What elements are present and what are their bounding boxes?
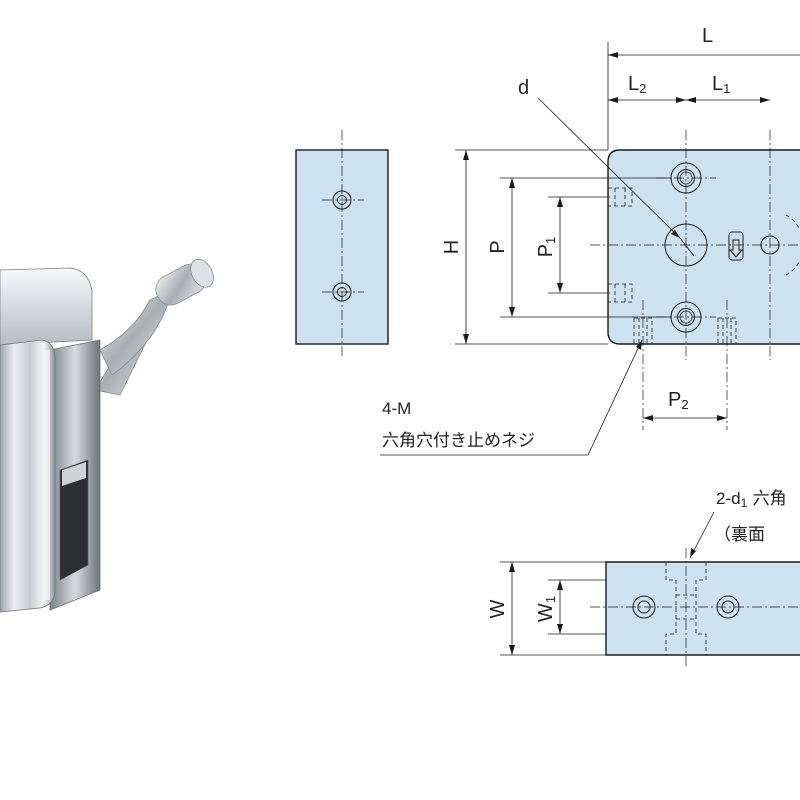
front-view-pivot-hole (760, 214, 800, 276)
dimension-P1 (548, 196, 610, 294)
dimension-P (500, 177, 672, 318)
photo-block-front (0, 339, 56, 613)
dimension-H (455, 149, 608, 345)
front-view (590, 130, 800, 430)
dimension-L1 (686, 97, 770, 103)
label-P2: P2 (668, 389, 689, 412)
product-photo (0, 258, 214, 613)
label-L2: L2 (628, 73, 646, 96)
side-view (295, 130, 389, 356)
dimension-W (500, 561, 606, 656)
front-view-body (607, 149, 800, 345)
label-P1: P1 (535, 237, 558, 258)
label-W1: W1 (535, 596, 558, 622)
label-2-d1: 2-d1 六角 (716, 489, 787, 510)
bottom-view-hole-right (716, 595, 740, 619)
dimension-L (607, 42, 800, 150)
front-view-arrow-mark (728, 231, 744, 261)
photo-handle-knob (155, 258, 214, 306)
label-2-d1-description: （裏面 (714, 524, 765, 545)
side-view-hole-upper (332, 190, 352, 210)
bottom-view-hidden-bore (665, 562, 707, 655)
front-view-setscrew-left-upper (607, 187, 633, 207)
leader-d (537, 97, 681, 239)
label-H: H (441, 240, 463, 254)
dimension-P2 (643, 415, 727, 421)
label-4-M: 4-M (382, 399, 411, 418)
front-view-setscrew-left-lower (607, 283, 633, 303)
dimension-L2 (608, 97, 686, 103)
leader-4-M (380, 339, 643, 456)
label-W: W (487, 599, 509, 618)
label-4-M-description: 六角穴付き止めネジ (382, 431, 535, 451)
side-view-hole-lower (332, 282, 352, 302)
photo-block-top (0, 267, 93, 346)
bottom-view-body (605, 561, 800, 656)
label-L: L (702, 25, 713, 47)
dimension-W1 (548, 579, 606, 635)
label-P: P (487, 240, 509, 253)
bottom-view-hole-left (632, 595, 656, 619)
bottom-view (590, 548, 800, 668)
label-d: d (518, 77, 529, 99)
label-L1: L1 (712, 73, 730, 96)
leader-2-d1 (689, 511, 715, 559)
